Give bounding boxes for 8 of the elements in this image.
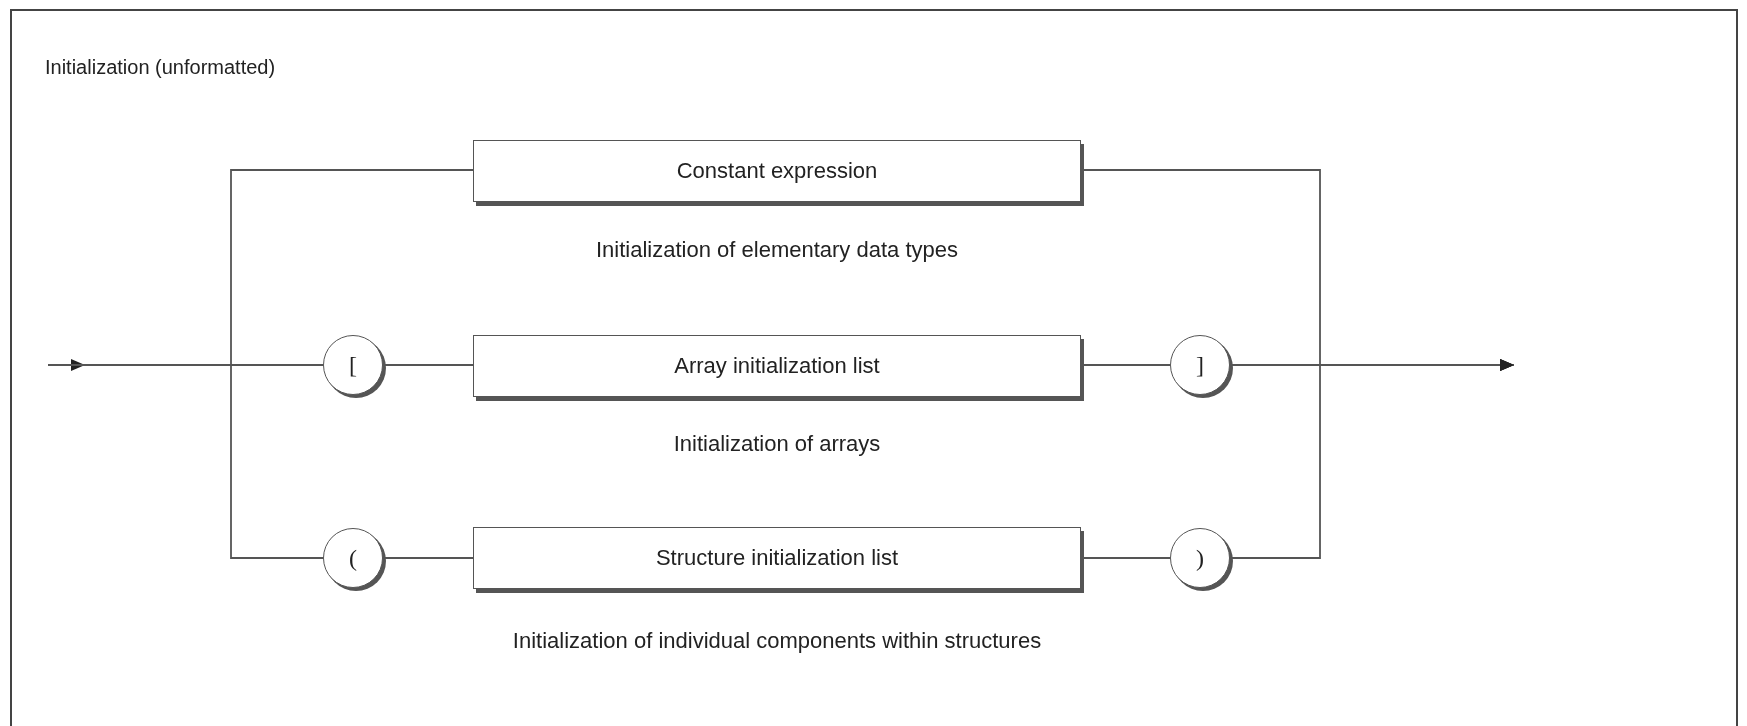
diagram-title: Initialization (unformatted) — [45, 56, 276, 79]
description-text: Initialization of arrays — [673, 431, 881, 457]
description-text: Initialization of elementary data types — [596, 237, 958, 263]
terminal-symbol: ( — [323, 528, 383, 588]
terminal-symbol: [ — [323, 335, 383, 395]
description-text: Initialization of individual components within structures — [512, 628, 1042, 654]
terminal-symbol: ] — [1170, 335, 1230, 395]
terminal-symbol: ) — [1170, 528, 1230, 588]
